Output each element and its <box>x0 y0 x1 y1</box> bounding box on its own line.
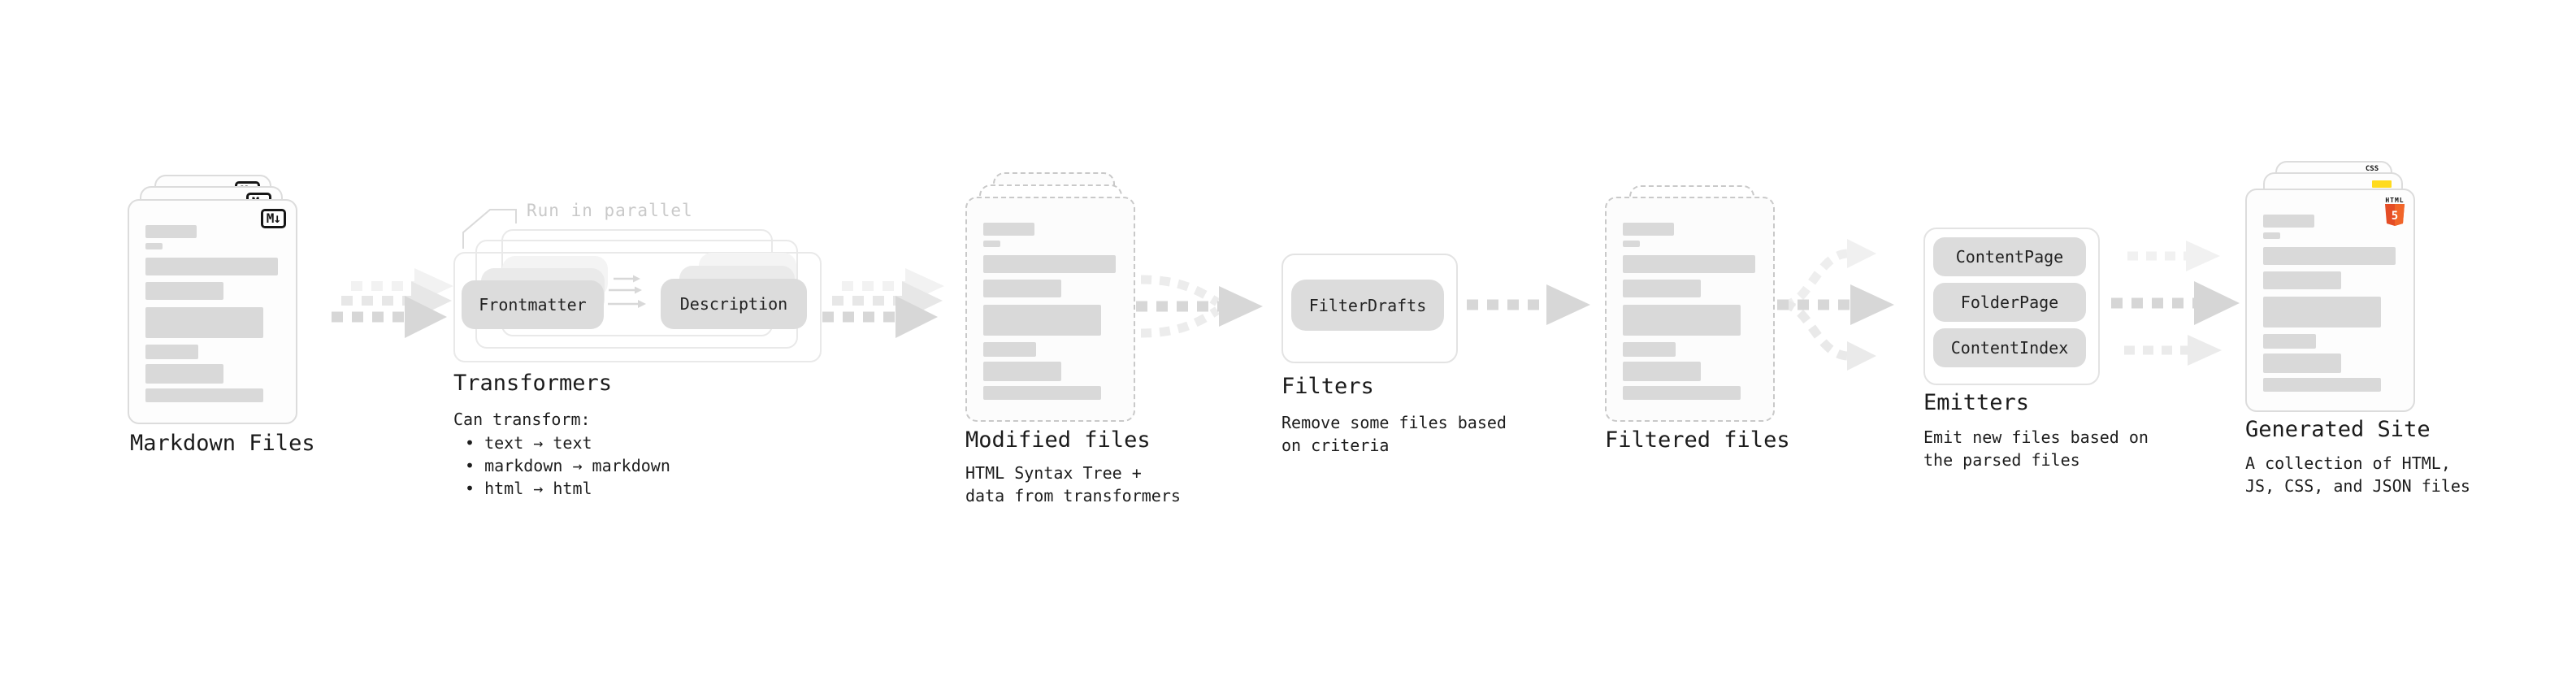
html5-label: HTML <box>2385 197 2405 204</box>
node-label: ContentIndex <box>1950 338 2069 358</box>
text-line-placeholder <box>2263 378 2381 392</box>
site-caption-1: A collection of HTML, <box>2245 453 2451 473</box>
transformer-node-frontmatter: Frontmatter <box>462 280 604 329</box>
text-line-placeholder <box>1623 305 1741 336</box>
arrow-markdown-to-transformers <box>332 268 453 338</box>
text-line-placeholder <box>2263 334 2316 349</box>
stage-label-filtered-files: Filtered files <box>1605 427 1790 453</box>
text-line-placeholder <box>1623 241 1640 247</box>
stage-label-modified-files: Modified files <box>965 427 1151 453</box>
text-line-placeholder <box>983 241 1000 247</box>
text-line-placeholder <box>983 305 1101 336</box>
filter-node-filterdrafts: FilterDrafts <box>1291 280 1444 331</box>
text-line-placeholder <box>145 258 278 275</box>
parallel-mini-arrows <box>608 275 646 308</box>
html5-number: 5 <box>2392 210 2398 223</box>
emitters-caption-1: Emit new files based on <box>1923 427 2149 447</box>
html5-icon: HTML 5 <box>2384 197 2405 229</box>
transformers-bullet-1: • text → text <box>465 433 592 453</box>
site-file-html: HTML 5 <box>2245 189 2415 412</box>
transformer-node-description: Description <box>661 279 807 329</box>
emitter-node-contentpage: ContentPage <box>1933 237 2086 276</box>
text-line-placeholder <box>2263 297 2381 327</box>
modified-caption-2: data from transformers <box>965 486 1181 505</box>
stage-label-generated-site: Generated Site <box>2245 417 2431 442</box>
js-file-icon <box>2372 180 2392 188</box>
html5-shield: 5 <box>2385 204 2405 226</box>
text-line-placeholder <box>145 307 263 338</box>
node-label: FilterDrafts <box>1308 295 1427 315</box>
arrow-transformers-to-modified <box>822 268 944 338</box>
emitters-caption-2: the parsed files <box>1923 450 2080 470</box>
arrow-filters-to-filtered <box>1467 284 1590 325</box>
text-line-placeholder <box>145 243 163 249</box>
emitter-node-contentindex: ContentIndex <box>1933 328 2086 367</box>
text-line-placeholder <box>1623 362 1701 381</box>
text-line-placeholder <box>983 255 1116 273</box>
arrow-modified-to-filters <box>1136 275 1263 338</box>
stage-label-filters: Filters <box>1281 374 1374 399</box>
modified-file-front <box>965 197 1135 422</box>
arrow-emitters-to-site <box>2111 241 2240 366</box>
text-line-placeholder <box>145 345 198 359</box>
filters-caption-2: on criteria <box>1281 436 1390 455</box>
modified-caption-1: HTML Syntax Tree + <box>965 463 1142 483</box>
text-line-placeholder <box>2263 247 2396 265</box>
node-label: Frontmatter <box>479 295 587 314</box>
text-line-placeholder <box>983 386 1101 400</box>
filtered-file-front <box>1605 197 1775 422</box>
stage-label-emitters: Emitters <box>1923 390 2030 415</box>
text-line-placeholder <box>983 342 1036 357</box>
css-label: CSS <box>2365 165 2379 173</box>
transformers-caption: Can transform: <box>453 410 591 429</box>
node-label: Description <box>679 294 788 314</box>
text-line-placeholder <box>145 364 223 384</box>
transformers-panel-front <box>453 252 822 362</box>
site-caption-2: JS, CSS, and JSON files <box>2245 476 2470 496</box>
node-label: ContentPage <box>1955 247 2064 267</box>
text-line-placeholder <box>983 362 1061 381</box>
text-line-placeholder <box>2263 354 2341 373</box>
text-line-placeholder <box>1623 342 1676 357</box>
markdown-icon: M↓ <box>260 209 286 228</box>
transformers-bullet-3: • html → html <box>465 479 592 498</box>
text-line-placeholder <box>1623 280 1701 297</box>
text-line-placeholder <box>145 225 197 238</box>
annotation-run-in-parallel: Run in parallel <box>527 201 693 220</box>
node-label: FolderPage <box>1960 293 2059 312</box>
annotation-leader-line <box>462 209 517 249</box>
text-line-placeholder <box>2263 232 2280 239</box>
emitter-node-folderpage: FolderPage <box>1933 283 2086 322</box>
text-line-placeholder <box>2263 271 2341 289</box>
text-line-placeholder <box>983 280 1061 297</box>
arrow-filtered-to-emitters <box>1777 239 1894 371</box>
stage-label-markdown-files: Markdown Files <box>130 431 315 456</box>
transformers-bullet-2: • markdown → markdown <box>465 456 670 475</box>
markdown-file-front: M↓ <box>128 199 297 424</box>
text-line-placeholder <box>145 282 223 300</box>
text-line-placeholder <box>1623 386 1741 400</box>
text-line-placeholder <box>1623 223 1674 236</box>
stage-label-transformers: Transformers <box>453 371 613 396</box>
filters-caption-1: Remove some files based <box>1281 413 1507 432</box>
text-line-placeholder <box>145 388 263 402</box>
text-line-placeholder <box>2263 215 2314 228</box>
text-line-placeholder <box>983 223 1034 236</box>
text-line-placeholder <box>1623 255 1755 273</box>
